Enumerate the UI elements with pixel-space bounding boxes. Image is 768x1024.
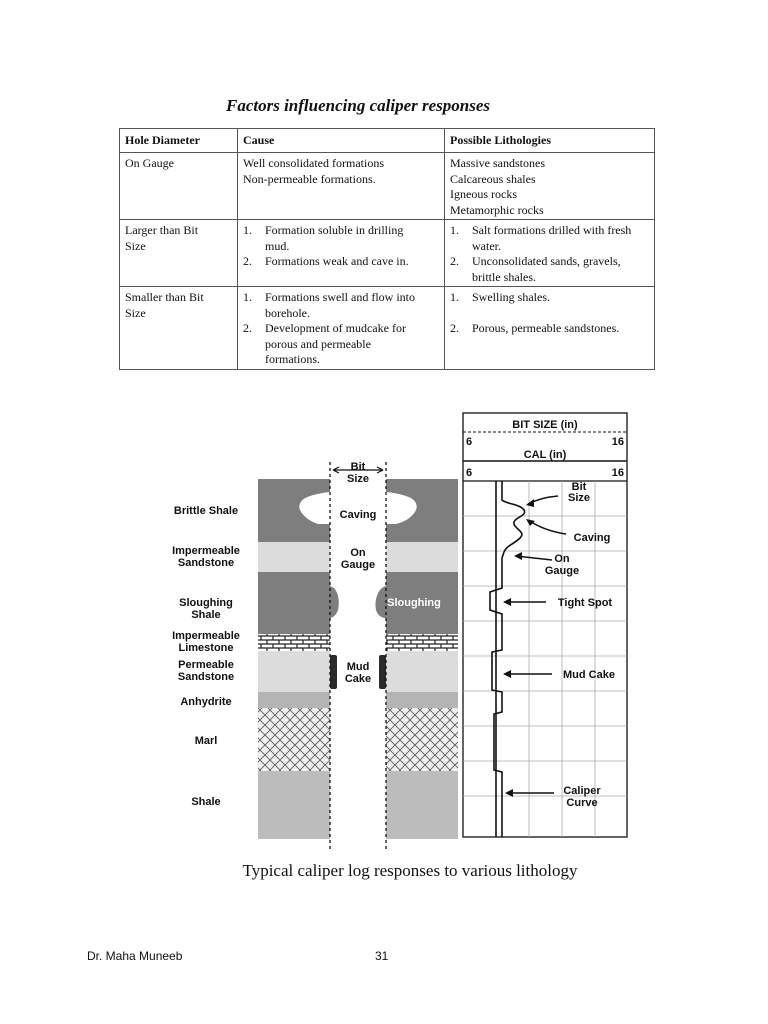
formation-column-left — [258, 479, 330, 839]
cell-diameter: On Gauge — [119, 152, 238, 220]
cell-text: Formations weak and cave in. — [265, 254, 409, 268]
borehole-label-sloughing: Sloughing — [387, 597, 441, 609]
cal-scale-min: 6 — [466, 467, 472, 479]
cell-text: Size — [125, 305, 146, 320]
cal-scale-max: 16 — [612, 467, 624, 479]
log-label-on: On — [554, 553, 570, 565]
lith-label: Sandstone — [178, 671, 234, 683]
log-label-tight-spot: Tight Spot — [558, 597, 613, 609]
cell-text: Formation soluble in drilling — [265, 223, 404, 237]
borehole-label-mud: Mud — [347, 661, 370, 673]
cell-text: Non-permeable formations. — [243, 171, 376, 186]
lith-label-brittle-shale: Brittle Shale — [174, 505, 238, 517]
log-label-gauge: Gauge — [545, 565, 579, 577]
borehole — [330, 479, 386, 839]
list-number: 2. — [243, 254, 252, 268]
list-number: 1. — [243, 290, 252, 304]
borehole-label-on: On — [350, 547, 366, 559]
cell-text: Calcareous shales — [450, 171, 536, 186]
list-number: 2. — [450, 254, 459, 268]
lith-label: Shale — [191, 609, 220, 621]
lith-label: Impermeable — [172, 630, 240, 642]
cell-text: Larger than Bit — [125, 223, 199, 237]
borehole-label-cake: Cake — [345, 673, 371, 685]
sloughing-right — [375, 586, 386, 618]
bit-scale-max: 16 — [612, 436, 624, 448]
cell-text: Salt formations drilled with fresh — [472, 223, 632, 237]
list-number: 1. — [450, 290, 459, 304]
cell-diameter: Smaller than Bit Size — [119, 286, 238, 370]
log-track — [462, 412, 628, 838]
lith-label: Shale — [191, 796, 220, 808]
sloughing-left — [330, 586, 339, 618]
formation-column-right — [386, 479, 458, 839]
log-label-bit: Bit — [572, 481, 587, 493]
bit-scale-min: 6 — [466, 436, 472, 448]
cell-text: Porous, permeable sandstones. — [472, 320, 620, 335]
lith-label: Limestone — [178, 642, 233, 654]
cell-text: Metamorphic rocks — [450, 202, 544, 217]
cell-text: water. — [472, 238, 501, 253]
lith-label: Sloughing — [179, 597, 233, 609]
table-row: On Gauge Well consolidated formations No… — [119, 152, 655, 220]
cell-lithologies: Massive sandstones Calcareous shales Ign… — [444, 152, 655, 220]
footer-author: Dr. Maha Muneeb — [87, 949, 183, 963]
header-possible-lithologies: Possible Lithologies — [444, 128, 655, 153]
log-label-size: Size — [568, 492, 590, 504]
list-number: 1. — [450, 223, 459, 237]
cell-text: porous and permeable — [265, 336, 371, 351]
cell-text: Unconsolidated sands, gravels, — [472, 254, 621, 268]
cell-text: formations. — [265, 352, 320, 366]
cell-cause: Well consolidated formations Non-permeab… — [237, 152, 445, 220]
cell-text: Igneous rocks — [450, 187, 517, 201]
cell-text: Formations swell and flow into — [265, 290, 415, 304]
cal-title: CAL (in) — [524, 449, 567, 461]
footer-page-number: 31 — [375, 949, 389, 963]
table-header-row: Hole Diameter Cause Possible Lithologies — [119, 128, 655, 153]
bit-size-arrow — [332, 466, 384, 474]
cell-lithologies: 1. Swelling shales. 2. Porous, permeable s… — [444, 286, 655, 370]
mud-cake-left — [330, 655, 337, 689]
lith-label: Impermeable — [172, 545, 240, 557]
caliper-factors-table: Hole Diameter Cause Possible Lithologies… — [119, 128, 655, 370]
cell-text: Swelling shales. — [472, 290, 550, 304]
cell-text: brittle shales. — [472, 269, 536, 284]
borehole-label-size: Size — [347, 473, 369, 485]
borehole-label-gauge: Gauge — [341, 559, 375, 571]
cell-text: borehole. — [265, 305, 310, 320]
log-label-curve: Curve — [566, 797, 597, 809]
caving-shape — [299, 494, 417, 522]
cell-text: Well consolidated formations — [243, 156, 384, 170]
list-number: 2. — [450, 320, 459, 335]
cell-text: On Gauge — [125, 156, 174, 170]
lith-label: Sandstone — [178, 557, 234, 569]
header-hole-diameter: Hole Diameter — [119, 128, 238, 153]
table-row: Smaller than Bit Size 1. Formations swell… — [119, 286, 655, 370]
log-label-mud-cake: Mud Cake — [563, 669, 615, 681]
mud-cake-right — [379, 655, 386, 689]
log-label-caving: Caving — [574, 532, 611, 544]
lith-label: Permeable — [178, 659, 234, 671]
lith-label: Marl — [195, 735, 218, 747]
table-row: Larger than Bit Size 1. Formation soluble… — [119, 219, 655, 287]
cell-text: Massive sandstones — [450, 156, 545, 170]
cell-text: Size — [125, 238, 146, 253]
borehole-label-caving: Caving — [340, 509, 377, 521]
list-number: 2. — [243, 321, 252, 335]
log-label-caliper: Caliper — [563, 785, 601, 797]
borehole-label-bit: Bit — [351, 461, 366, 473]
cell-text: Smaller than Bit — [125, 290, 204, 304]
figure-caption: Typical caliper log responses to various… — [242, 861, 578, 880]
bit-size-title: BIT SIZE (in) — [512, 419, 578, 431]
caliper-curve — [489, 481, 526, 837]
cell-text: Development of mudcake for — [265, 321, 406, 335]
lith-label: Anhydrite — [180, 696, 231, 708]
page-heading: Factors influencing caliper responses — [226, 96, 490, 115]
list-number: 1. — [243, 223, 252, 237]
cell-text: mud. — [265, 238, 290, 253]
